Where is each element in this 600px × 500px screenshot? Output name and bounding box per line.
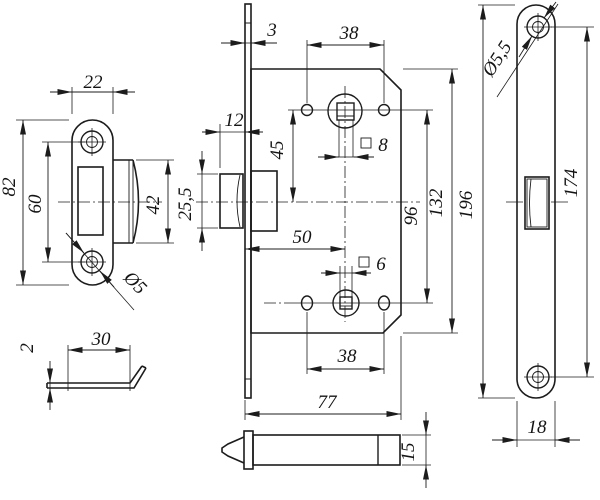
dim-latch-projection: 12 — [202, 110, 263, 168]
dim-label-2: 2 — [17, 343, 38, 353]
dim-label-dia5-5: Ø5,5 — [478, 38, 517, 82]
dim-label-6: 6 — [376, 254, 386, 275]
dim-profile-length: 30 — [67, 329, 131, 391]
dim-label-25-5: 25,5 — [175, 187, 196, 220]
dim-label-12: 12 — [225, 110, 245, 131]
square-symbol — [360, 137, 372, 149]
dim-strip-length: 196 — [456, 4, 515, 399]
latch-bolt-side-view: 15 — [221, 412, 431, 488]
dim-label-196: 196 — [456, 190, 477, 219]
face-strip-outline — [516, 4, 556, 399]
dim-lower-square: 6 — [321, 254, 386, 276]
strike-profile-outline — [46, 365, 147, 389]
dim-upper-screw-spacing: 38 — [306, 23, 385, 103]
strike-plate-outline — [71, 119, 114, 286]
dim-label-22: 22 — [84, 72, 104, 93]
lock-case-view: 3 38 12 45 25,5 — [175, 3, 458, 420]
dim-hub-to-axis: 45 — [267, 110, 296, 202]
dim-label-18: 18 — [528, 417, 548, 438]
dim-label-96: 96 — [401, 206, 422, 226]
dim-strike-lip-height: 42 — [136, 159, 174, 244]
dim-label-50: 50 — [293, 227, 313, 248]
dim-label-42: 42 — [143, 195, 164, 215]
dim-profile-thickness: 2 — [17, 343, 53, 410]
dim-label-45: 45 — [267, 141, 288, 160]
dim-strike-hole-dia: Ø5 — [65, 232, 151, 311]
strike-lip — [113, 159, 140, 244]
dim-label-132: 132 — [426, 188, 447, 217]
dim-case-depth: 77 — [244, 336, 402, 420]
dim-strip-width: 18 — [492, 401, 580, 447]
faceplate-edge-hole-marks — [245, 22, 251, 380]
strike-plate-profile-view: 30 2 — [17, 329, 147, 410]
dim-label-38-top: 38 — [339, 23, 360, 44]
dim-strike-screw-spacing: 60 — [25, 141, 85, 263]
dim-label-30: 30 — [91, 329, 112, 350]
dim-latch-height: 25,5 — [175, 151, 218, 251]
latch-bevel-tip — [221, 436, 245, 464]
dim-label-60: 60 — [25, 194, 46, 214]
dim-latch-height-15: 15 — [398, 412, 431, 488]
strip-screw-hole-top — [524, 13, 552, 41]
dim-label-38-bottom: 38 — [337, 346, 358, 367]
dim-upper-square: 8 — [318, 135, 388, 160]
dim-faceplate-thickness: 3 — [221, 20, 277, 46]
dim-label-77: 77 — [318, 392, 339, 413]
strip-screw-hole-bottom — [524, 363, 552, 391]
dim-label-3: 3 — [266, 20, 277, 41]
dim-strip-screw-spacing: 174 — [551, 26, 594, 378]
latch-faceplate-section — [243, 430, 254, 470]
dim-strike-height: 82 — [0, 119, 69, 286]
dim-label-8: 8 — [378, 135, 388, 156]
dim-label-82: 82 — [0, 177, 20, 197]
dim-label-15: 15 — [398, 443, 419, 462]
dim-case-height: 132 — [403, 68, 458, 334]
dim-backset: 50 — [245, 227, 345, 252]
lock-case-outline — [250, 68, 402, 334]
dim-hub-spacing: 96 — [392, 109, 433, 304]
spindle-hub-lower — [332, 266, 360, 317]
strike-latch-opening — [77, 166, 104, 236]
dim-strike-width: 22 — [50, 72, 135, 114]
square-symbol — [358, 256, 370, 268]
face-strip-view: 196 174 18 Ø5,5 — [456, 1, 594, 447]
dim-lower-screw-spacing: 38 — [306, 312, 385, 374]
dim-label-dia5: Ø5 — [119, 267, 151, 299]
dim-label-174: 174 — [561, 168, 582, 197]
strip-latch-window — [524, 176, 550, 230]
strike-plate-front-view: 22 82 60 42 Ø5 — [0, 72, 174, 311]
lock-faceplate-edge — [244, 3, 252, 399]
latch-bolt-front — [219, 170, 278, 232]
